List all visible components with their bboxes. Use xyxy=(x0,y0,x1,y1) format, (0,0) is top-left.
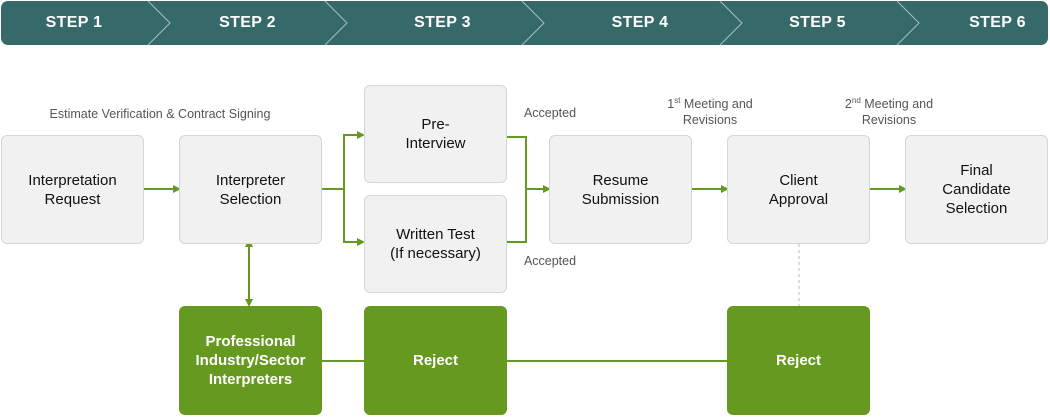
step-2-label: STEP 2 xyxy=(219,14,276,31)
note-meeting-1-num: 1 xyxy=(667,97,675,111)
step-divider xyxy=(719,0,743,46)
box-client-approval-label: Client Approval xyxy=(768,171,829,208)
step-1-label: STEP 1 xyxy=(45,14,103,31)
note-accepted-bottom: Accepted xyxy=(523,254,577,268)
step-5-label: STEP 5 xyxy=(789,14,846,31)
step-divider xyxy=(896,0,920,46)
note-meeting-1-sup: st xyxy=(674,95,681,105)
note-meeting-2: 2nd Meeting and Revisions xyxy=(824,96,954,128)
step-6-label: STEP 6 xyxy=(969,14,1026,31)
note-meeting-1-line1: Meeting and xyxy=(680,97,753,111)
note-meeting-2-sup: nd xyxy=(851,95,861,105)
box-reject-1: Reject xyxy=(364,306,507,415)
arrow-selection-to-pre-interview xyxy=(322,131,365,190)
box-interpreter-selection-label: Interpreter Selection xyxy=(215,171,286,208)
box-reject-2-label: Reject xyxy=(775,352,822,369)
box-professional-interpreters: Professional Industry/Sector Interpreter… xyxy=(179,306,322,415)
arrow-pre-interview-to-resume xyxy=(507,136,551,193)
step-divider xyxy=(521,0,545,46)
box-reject-1-label: Reject xyxy=(412,352,459,369)
arrow-written-test-to-resume xyxy=(507,189,527,243)
note-meeting-1-line2: Revisions xyxy=(682,113,738,127)
note-contract: Estimate Verification & Contract Signing xyxy=(49,107,271,121)
box-written-test: Written Test (If necessary) xyxy=(364,195,507,293)
steps-bar-bg xyxy=(1,1,1048,45)
step-divider xyxy=(147,0,171,46)
box-final-candidate-selection-label: Final Candidate Selection xyxy=(942,162,1011,217)
box-interpreter-selection: Interpreter Selection xyxy=(179,135,322,244)
note-meeting-1: 1st Meeting and Revisions xyxy=(645,96,775,128)
step-divider xyxy=(324,0,348,46)
box-professional-interpreters-label: Professional Industry/Sector Interpreter… xyxy=(195,333,306,388)
arrow-selection-to-written-test xyxy=(343,189,365,246)
steps-bar xyxy=(1,0,1048,46)
step-4-label: STEP 4 xyxy=(611,14,669,31)
box-resume-submission: Resume Submission xyxy=(549,135,692,244)
note-meeting-2-num: 2 xyxy=(844,97,852,111)
box-resume-submission-label: Resume Submission xyxy=(581,171,660,208)
box-final-candidate-selection: Final Candidate Selection xyxy=(905,135,1048,244)
box-written-test-label: Written Test (If necessary) xyxy=(390,226,481,262)
note-meeting-2-line1: Meeting and xyxy=(860,97,934,111)
note-accepted-top: Accepted xyxy=(523,106,577,120)
note-meeting-2-line2: Revisions xyxy=(861,113,917,127)
box-reject-2: Reject xyxy=(727,306,870,415)
box-interpretation-request: Interpretation Request xyxy=(1,135,144,244)
box-pre-interview-label: Pre- Interview xyxy=(405,116,466,152)
step-3-label: STEP 3 xyxy=(414,14,471,31)
box-pre-interview: Pre- Interview xyxy=(364,85,507,183)
box-interpretation-request-label: Interpretation Request xyxy=(28,171,117,208)
box-client-approval: Client Approval xyxy=(727,135,870,244)
